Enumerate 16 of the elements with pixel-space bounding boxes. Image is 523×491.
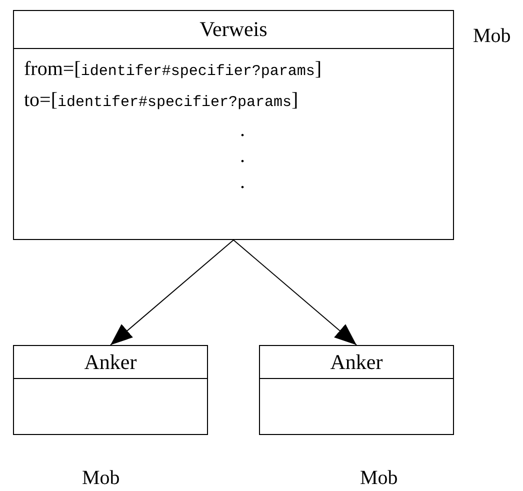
stereotype-label: Mob (82, 467, 120, 490)
ellipsis-dot: . (240, 144, 245, 169)
class-box (13, 10, 454, 240)
stereotype-label: Mob (360, 467, 398, 490)
attribute-text: from=[identifer#specifier?params] (24, 57, 323, 82)
arrow (233, 240, 357, 346)
stereotype-label: Mob (473, 25, 511, 48)
arrow (110, 240, 234, 346)
ellipsis-dot: . (240, 118, 245, 143)
ellipsis-dot: . (240, 170, 245, 195)
class-name: Anker (330, 350, 383, 374)
class-box (259, 345, 454, 435)
class-name: Verweis (200, 17, 268, 42)
class-name: Anker (84, 350, 137, 374)
attribute-text: to=[identifer#specifier?params] (24, 88, 300, 113)
class-box (13, 345, 208, 435)
